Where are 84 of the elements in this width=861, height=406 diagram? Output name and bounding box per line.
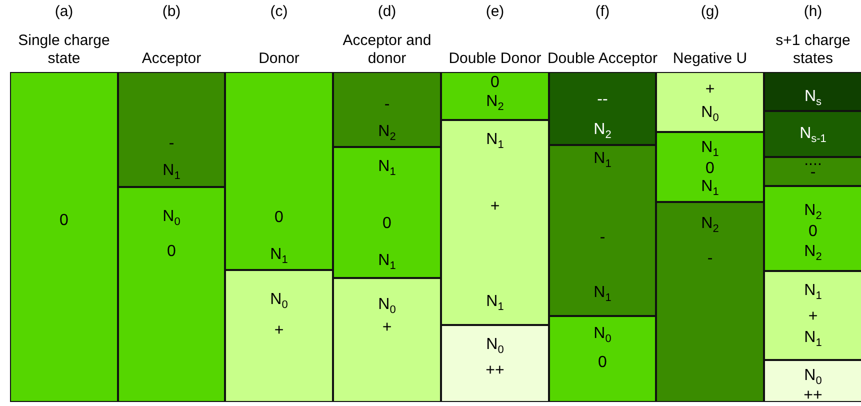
panel-letter: (g) <box>700 3 720 21</box>
state-label: N$_{s-1}$ <box>800 126 826 142</box>
charge-state-region <box>656 72 764 132</box>
charge-state-region <box>333 278 441 402</box>
charge-state-region <box>764 111 861 157</box>
charge-state-region <box>441 72 549 120</box>
column-heading: s+1 charge states <box>774 32 852 68</box>
charge-state-region <box>333 72 441 147</box>
state-label: 0 <box>274 210 284 226</box>
state-label: N$_{0}$ <box>701 105 719 121</box>
charge-state-region <box>441 325 549 402</box>
charge-state-region <box>764 157 861 186</box>
state-label: -- <box>597 92 608 108</box>
state-label: + <box>490 199 500 215</box>
state-label: N$_{2}$ <box>378 124 396 140</box>
charge-state-region <box>764 360 861 402</box>
state-label: N$_{0}$ <box>486 337 504 353</box>
charge-state-region <box>656 202 764 402</box>
state-label: N$_{1}$ <box>162 163 180 179</box>
state-label: N$_{1}$ <box>378 159 396 175</box>
state-label: 0 <box>706 161 714 177</box>
state-label: N$_{1}$ <box>486 294 504 310</box>
state-label: 0 <box>808 224 818 240</box>
state-label: N$_{0}$ <box>378 297 396 313</box>
charge-state-region <box>549 72 656 145</box>
state-label: N$_{1}$ <box>486 132 504 148</box>
state-label: N$_{1}$ <box>378 253 396 269</box>
state-label: - <box>600 230 606 246</box>
state-label: - <box>384 97 390 113</box>
state-label: N$_{0}$ <box>162 209 180 225</box>
state-label: N$_{0}$ <box>804 368 822 384</box>
column-heading: Single charge state <box>17 32 111 68</box>
state-label: 0 <box>167 244 176 260</box>
charge-state-region <box>764 186 861 271</box>
state-label: + <box>382 320 392 336</box>
column-heading: Acceptor and donor <box>342 32 432 68</box>
charge-state-region <box>333 147 441 278</box>
state-label: N$_{0}$ <box>594 326 612 342</box>
column-heading: Acceptor <box>140 50 202 68</box>
state-label: 0 <box>60 213 68 229</box>
state-label: N$_{1}$ <box>701 140 719 156</box>
state-label: N$_{0}$ <box>270 292 288 308</box>
charge-state-region <box>549 316 656 402</box>
state-label: + <box>274 323 284 339</box>
state-label: 0 <box>598 355 607 371</box>
panel-letter: (a) <box>54 3 74 21</box>
state-label: + <box>705 82 715 98</box>
state-label: - <box>168 136 174 152</box>
charge-state-region <box>225 270 333 402</box>
state-label: N$_{1}$ <box>594 151 612 167</box>
state-label: N$_{1}$ <box>701 179 719 195</box>
panel-letter: (f) <box>594 3 611 21</box>
state-label: 0 <box>382 216 392 232</box>
state-label: ++ <box>486 363 504 379</box>
column-heading: Double Acceptor <box>546 50 659 68</box>
state-label: N$_{2}$ <box>804 203 822 219</box>
charge-state-region <box>441 120 549 325</box>
charge-state-region <box>549 145 656 316</box>
state-label: ++ <box>804 388 822 404</box>
charge-state-region <box>656 132 764 202</box>
state-label: - <box>707 251 713 267</box>
state-label: N$_{1}$ <box>270 247 288 263</box>
state-label: N$_{1}$ <box>594 285 612 301</box>
state-label: N$_{2}$ <box>486 94 504 110</box>
state-label: N$_{2}$ <box>594 122 612 138</box>
state-label: N$_{2}$ <box>701 216 719 232</box>
charge-state-region <box>764 271 861 360</box>
charge-state-region <box>764 72 861 111</box>
panel-letter: (d) <box>376 3 398 21</box>
panel-letter: (e) <box>484 3 506 21</box>
charge-state-region <box>10 72 118 402</box>
panel-letter: (c) <box>269 3 289 21</box>
state-label: N$_{1}$ <box>804 283 822 299</box>
charge-state-region <box>118 72 225 187</box>
panel-letter: (h) <box>802 3 824 21</box>
panel-letter: (b) <box>161 3 182 21</box>
state-label: N$_{s}$ <box>804 89 822 105</box>
charge-state-region <box>118 187 225 402</box>
column-heading: Donor <box>258 50 300 68</box>
charge-state-region <box>225 72 333 270</box>
state-label: N$_{2}$ <box>804 244 822 260</box>
state-label: 0 <box>490 75 500 91</box>
state-label: N$_{1}$ <box>804 330 822 346</box>
state-label: + <box>808 309 818 325</box>
